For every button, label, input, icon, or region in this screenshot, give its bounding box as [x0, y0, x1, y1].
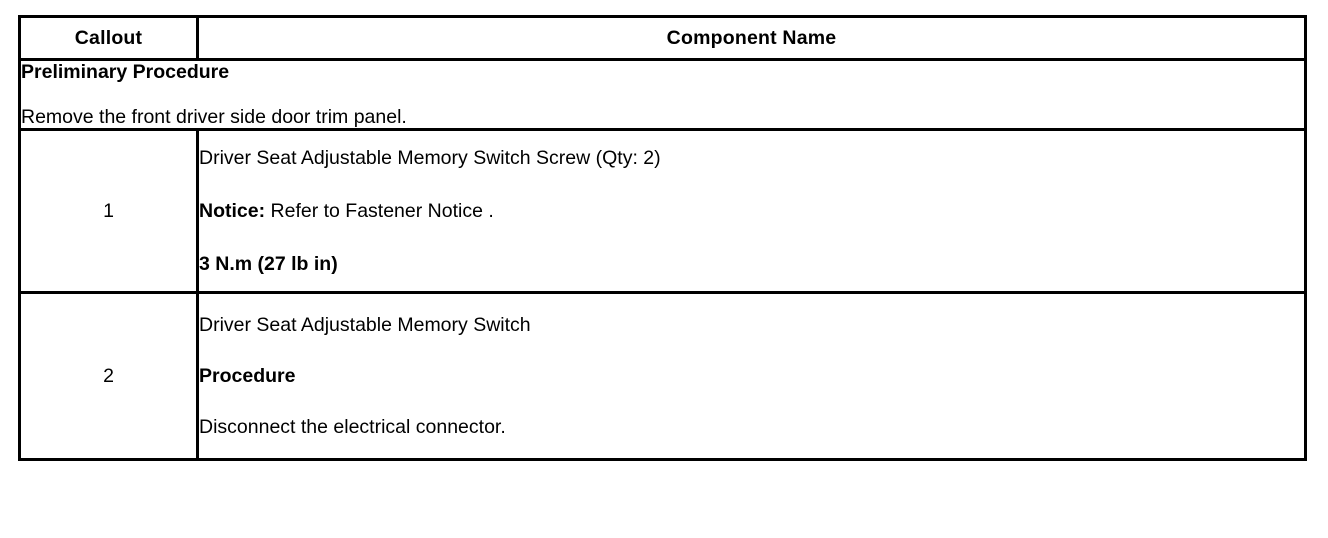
- preliminary-procedure-cell: Preliminary Procedure Remove the front d…: [18, 57, 1307, 132]
- notice-text-1: Refer to Fastener Notice .: [265, 199, 494, 222]
- component-name-2: Driver Seat Adjustable Memory Switch: [199, 314, 531, 337]
- procedure-step-2: Disconnect the electrical connector.: [199, 415, 506, 438]
- column-header-component-name: Component Name: [196, 15, 1307, 61]
- callout-number-2: 2: [18, 291, 199, 462]
- row-2-spacer-a: [199, 337, 1304, 365]
- torque-spec-1: 3 N.m (27 lb in): [199, 252, 338, 275]
- notice-label-1: Notice:: [199, 199, 266, 222]
- column-header-callout: Callout: [18, 15, 199, 61]
- table-row: 2 Driver Seat Adjustable Memory Switch P…: [18, 291, 1307, 462]
- preliminary-procedure-text: Remove the front driver side door trim p…: [21, 105, 407, 128]
- notice-line-1: Notice: Refer to Fastener Notice .: [199, 200, 1304, 223]
- table-row: 1 Driver Seat Adjustable Memory Switch S…: [18, 128, 1307, 295]
- preliminary-procedure-title: Preliminary Procedure: [21, 61, 230, 83]
- component-name-1: Driver Seat Adjustable Memory Switch Scr…: [199, 147, 661, 170]
- component-callout-table: Callout Component Name Preliminary Proce…: [18, 15, 1307, 462]
- preliminary-procedure-row: Preliminary Procedure Remove the front d…: [18, 57, 1307, 132]
- row-1-spacer-b: [199, 223, 1304, 253]
- component-cell-2: Driver Seat Adjustable Memory Switch Pro…: [196, 291, 1307, 462]
- procedure-subheading-2: Procedure: [199, 364, 296, 387]
- table-header-row: Callout Component Name: [18, 15, 1307, 61]
- row-2-spacer-b: [199, 388, 1304, 416]
- preliminary-spacer: [21, 84, 1304, 106]
- component-cell-1: Driver Seat Adjustable Memory Switch Scr…: [196, 128, 1307, 295]
- callout-number-1: 1: [18, 128, 199, 295]
- row-1-spacer-a: [199, 170, 1304, 200]
